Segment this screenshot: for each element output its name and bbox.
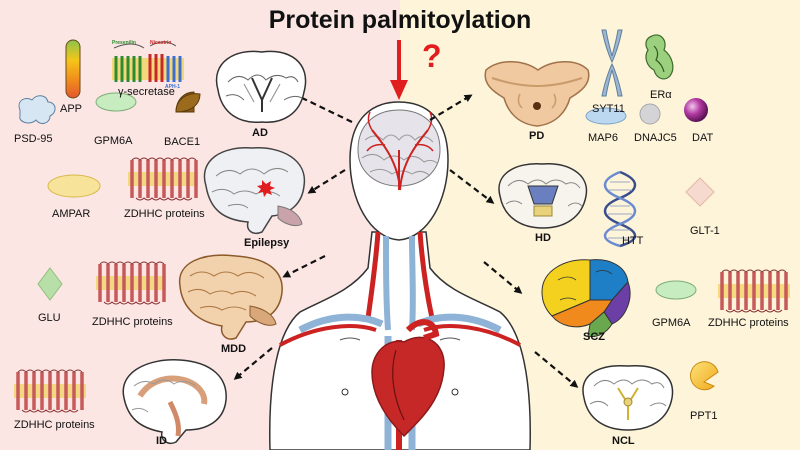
syt11-icon <box>601 29 623 97</box>
label-ad: AD <box>252 127 268 139</box>
label-aph1: APH-1 <box>165 84 181 90</box>
app-icon <box>65 39 81 99</box>
gamma-secretase-icon <box>112 41 184 82</box>
gpm6a-icon-right <box>655 280 697 300</box>
ampar-icon <box>47 174 101 198</box>
id-brain <box>122 359 227 444</box>
label-ampar: AMPAR <box>52 208 91 220</box>
connection-arrows <box>233 94 579 388</box>
arrow-to-mdd <box>282 255 326 278</box>
arrow-to-pd <box>429 94 473 121</box>
zdhhc-epilepsy-icon <box>128 157 198 201</box>
arrow-to-epilepsy <box>307 169 346 194</box>
label-ppt1: PPT1 <box>690 410 718 422</box>
label-map6: MAP6 <box>588 132 618 144</box>
seizure-burst <box>257 180 275 197</box>
label-dat: DAT <box>692 132 714 144</box>
label-ncl: NCL <box>612 435 635 447</box>
zdhhc-scz-icon <box>718 269 790 313</box>
label-pd: PD <box>529 130 545 142</box>
dat-icon <box>684 98 708 122</box>
label-scz: SCZ <box>583 331 605 343</box>
label-bace1: BACE1 <box>164 136 201 148</box>
hd-brain <box>498 163 588 229</box>
label-gpm6a-right: GPM6A <box>652 317 691 329</box>
zdhhc-id-icon <box>14 369 86 413</box>
label-zdhhc-epilepsy: ZDHHC proteins <box>124 208 205 220</box>
label-er-alpha: ERα <box>650 89 672 101</box>
dnajc5-icon <box>639 103 661 125</box>
human-body <box>269 101 531 450</box>
label-zdhhc-id: ZDHHC proteins <box>14 419 95 431</box>
label-nicastrin: Nicastrin <box>150 40 172 46</box>
question-mark: ? <box>422 38 442 74</box>
pd-midbrain <box>484 61 590 127</box>
label-zdhhc-mdd: ZDHHC proteins <box>92 316 173 328</box>
label-app: APP <box>60 103 83 115</box>
gpm6a-icon-left <box>95 92 137 112</box>
scz-brain <box>541 259 631 337</box>
arrow-to-hd <box>449 169 495 204</box>
label-id: ID <box>156 435 167 447</box>
arrow-to-scz <box>483 261 523 294</box>
arrow-to-ncl <box>534 351 579 388</box>
er-alpha-icon <box>645 34 674 80</box>
label-gamma-secretase: γ-secretase <box>118 86 175 98</box>
zdhhc-mdd-icon <box>96 261 166 305</box>
glu-icon <box>37 267 63 301</box>
htt-icon <box>603 170 637 248</box>
epilepsy-brain <box>203 147 306 234</box>
label-epilepsy: Epilepsy <box>244 237 290 249</box>
label-htt: HTT <box>622 235 644 247</box>
arrow-to-id <box>233 347 273 380</box>
label-hd: HD <box>535 232 551 244</box>
mdd-brain <box>178 254 283 340</box>
label-glt1: GLT-1 <box>690 225 720 237</box>
glt1-icon <box>685 177 715 207</box>
ppt1-icon <box>690 361 719 391</box>
label-glu: GLU <box>38 312 61 324</box>
label-psd95: PSD-95 <box>14 133 53 145</box>
ad-brain <box>215 50 307 123</box>
label-presenilin: Presenilin <box>112 40 136 46</box>
label-dnajc5: DNAJC5 <box>634 132 677 144</box>
map6-icon <box>585 107 627 125</box>
label-gpm6a-left: GPM6A <box>94 135 133 147</box>
label-mdd: MDD <box>221 343 247 355</box>
psd95-icon <box>18 95 56 124</box>
figure-title: Protein palmitoylation <box>268 6 532 34</box>
ncl-brain <box>582 365 674 431</box>
red-down-arrow <box>390 40 408 100</box>
label-zdhhc-scz: ZDHHC proteins <box>708 317 789 329</box>
label-syt11: SYT11 <box>592 103 625 115</box>
